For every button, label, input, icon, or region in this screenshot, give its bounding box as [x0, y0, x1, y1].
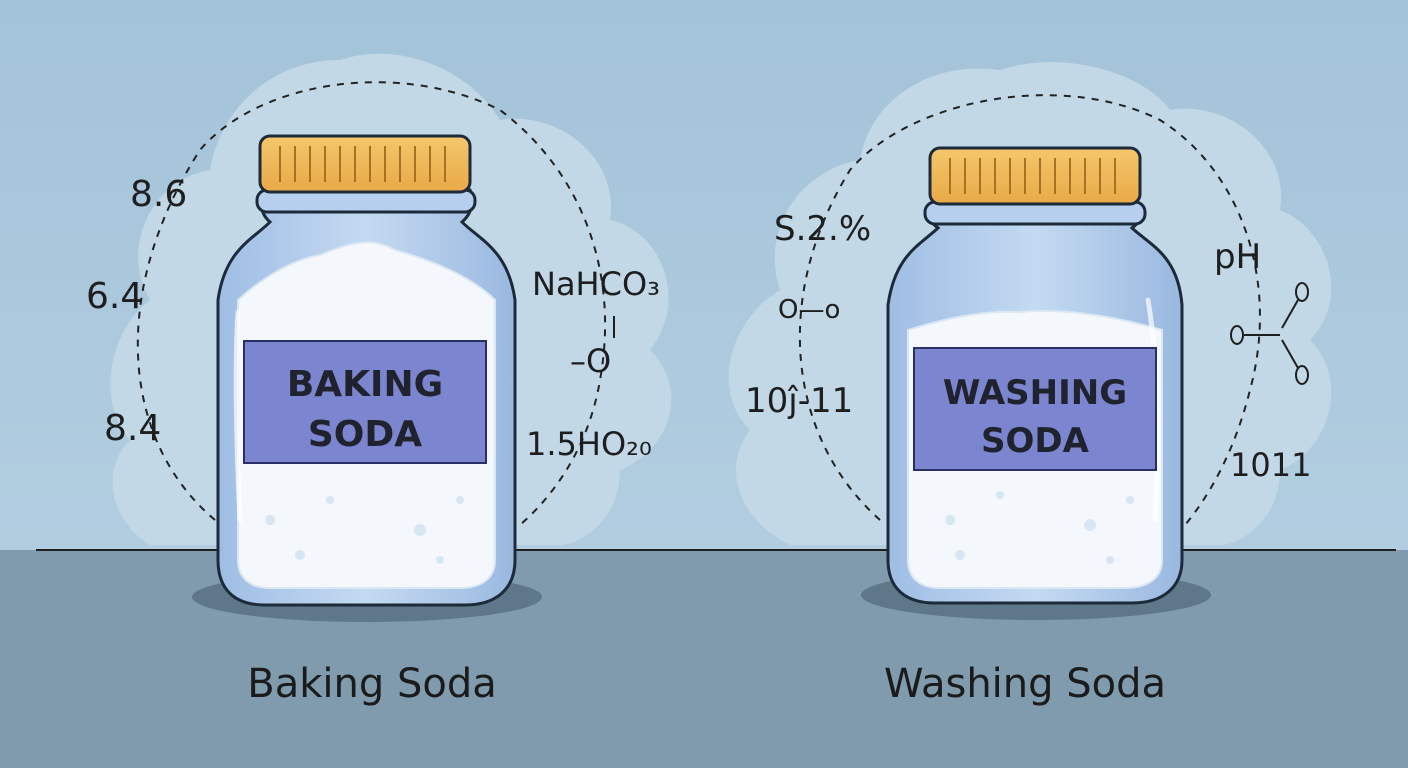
right-jar-label: [913, 347, 1157, 471]
note-nahco3: NaHCO₃: [532, 265, 660, 303]
note-ph: pH: [1214, 237, 1261, 277]
left-jar-lid: [258, 134, 472, 194]
caption-washing-soda: Washing Soda: [884, 661, 1166, 707]
note-o-bond: O—o: [778, 295, 840, 325]
left-powder-bubbles: [265, 496, 464, 564]
floor: [0, 550, 1408, 768]
note-hydrate: 1.5HO₂₀: [526, 425, 652, 463]
note-1011: 1011: [1230, 446, 1311, 484]
right-label-line1: WASHING: [943, 373, 1127, 413]
left-dashed-arc: [136, 81, 607, 526]
left-jar-label: [243, 340, 487, 464]
left-jar-highlight: [233, 309, 243, 523]
molecule-icon: [1230, 282, 1309, 385]
note-8-4: 8.4: [104, 408, 161, 449]
jar-icon: BAKING SODA: [216, 134, 517, 607]
note-percent: S.2.%: [774, 209, 871, 249]
caption-baking-soda: Baking Soda: [247, 661, 496, 707]
right-dashed-arc: [798, 94, 1261, 526]
right-label-line2: SODA: [981, 421, 1090, 461]
jar-icon: WASHING SODA: [886, 146, 1184, 605]
note-6-4: 6.4: [86, 276, 143, 317]
note-8-6: 8.6: [130, 174, 187, 215]
right-jar-highlight: [1145, 297, 1161, 523]
left-label-line1: BAKING: [287, 364, 443, 405]
note-minus-o: –O: [570, 342, 611, 380]
left-label-line2: SODA: [308, 414, 422, 455]
right-jar-lid: [928, 146, 1142, 206]
right-lid-ridges: [949, 158, 1116, 194]
left-lid-ridges: [279, 146, 446, 182]
note-ph-range: 10ĵ-11: [745, 381, 853, 421]
right-powder-bubbles: [945, 491, 1134, 564]
